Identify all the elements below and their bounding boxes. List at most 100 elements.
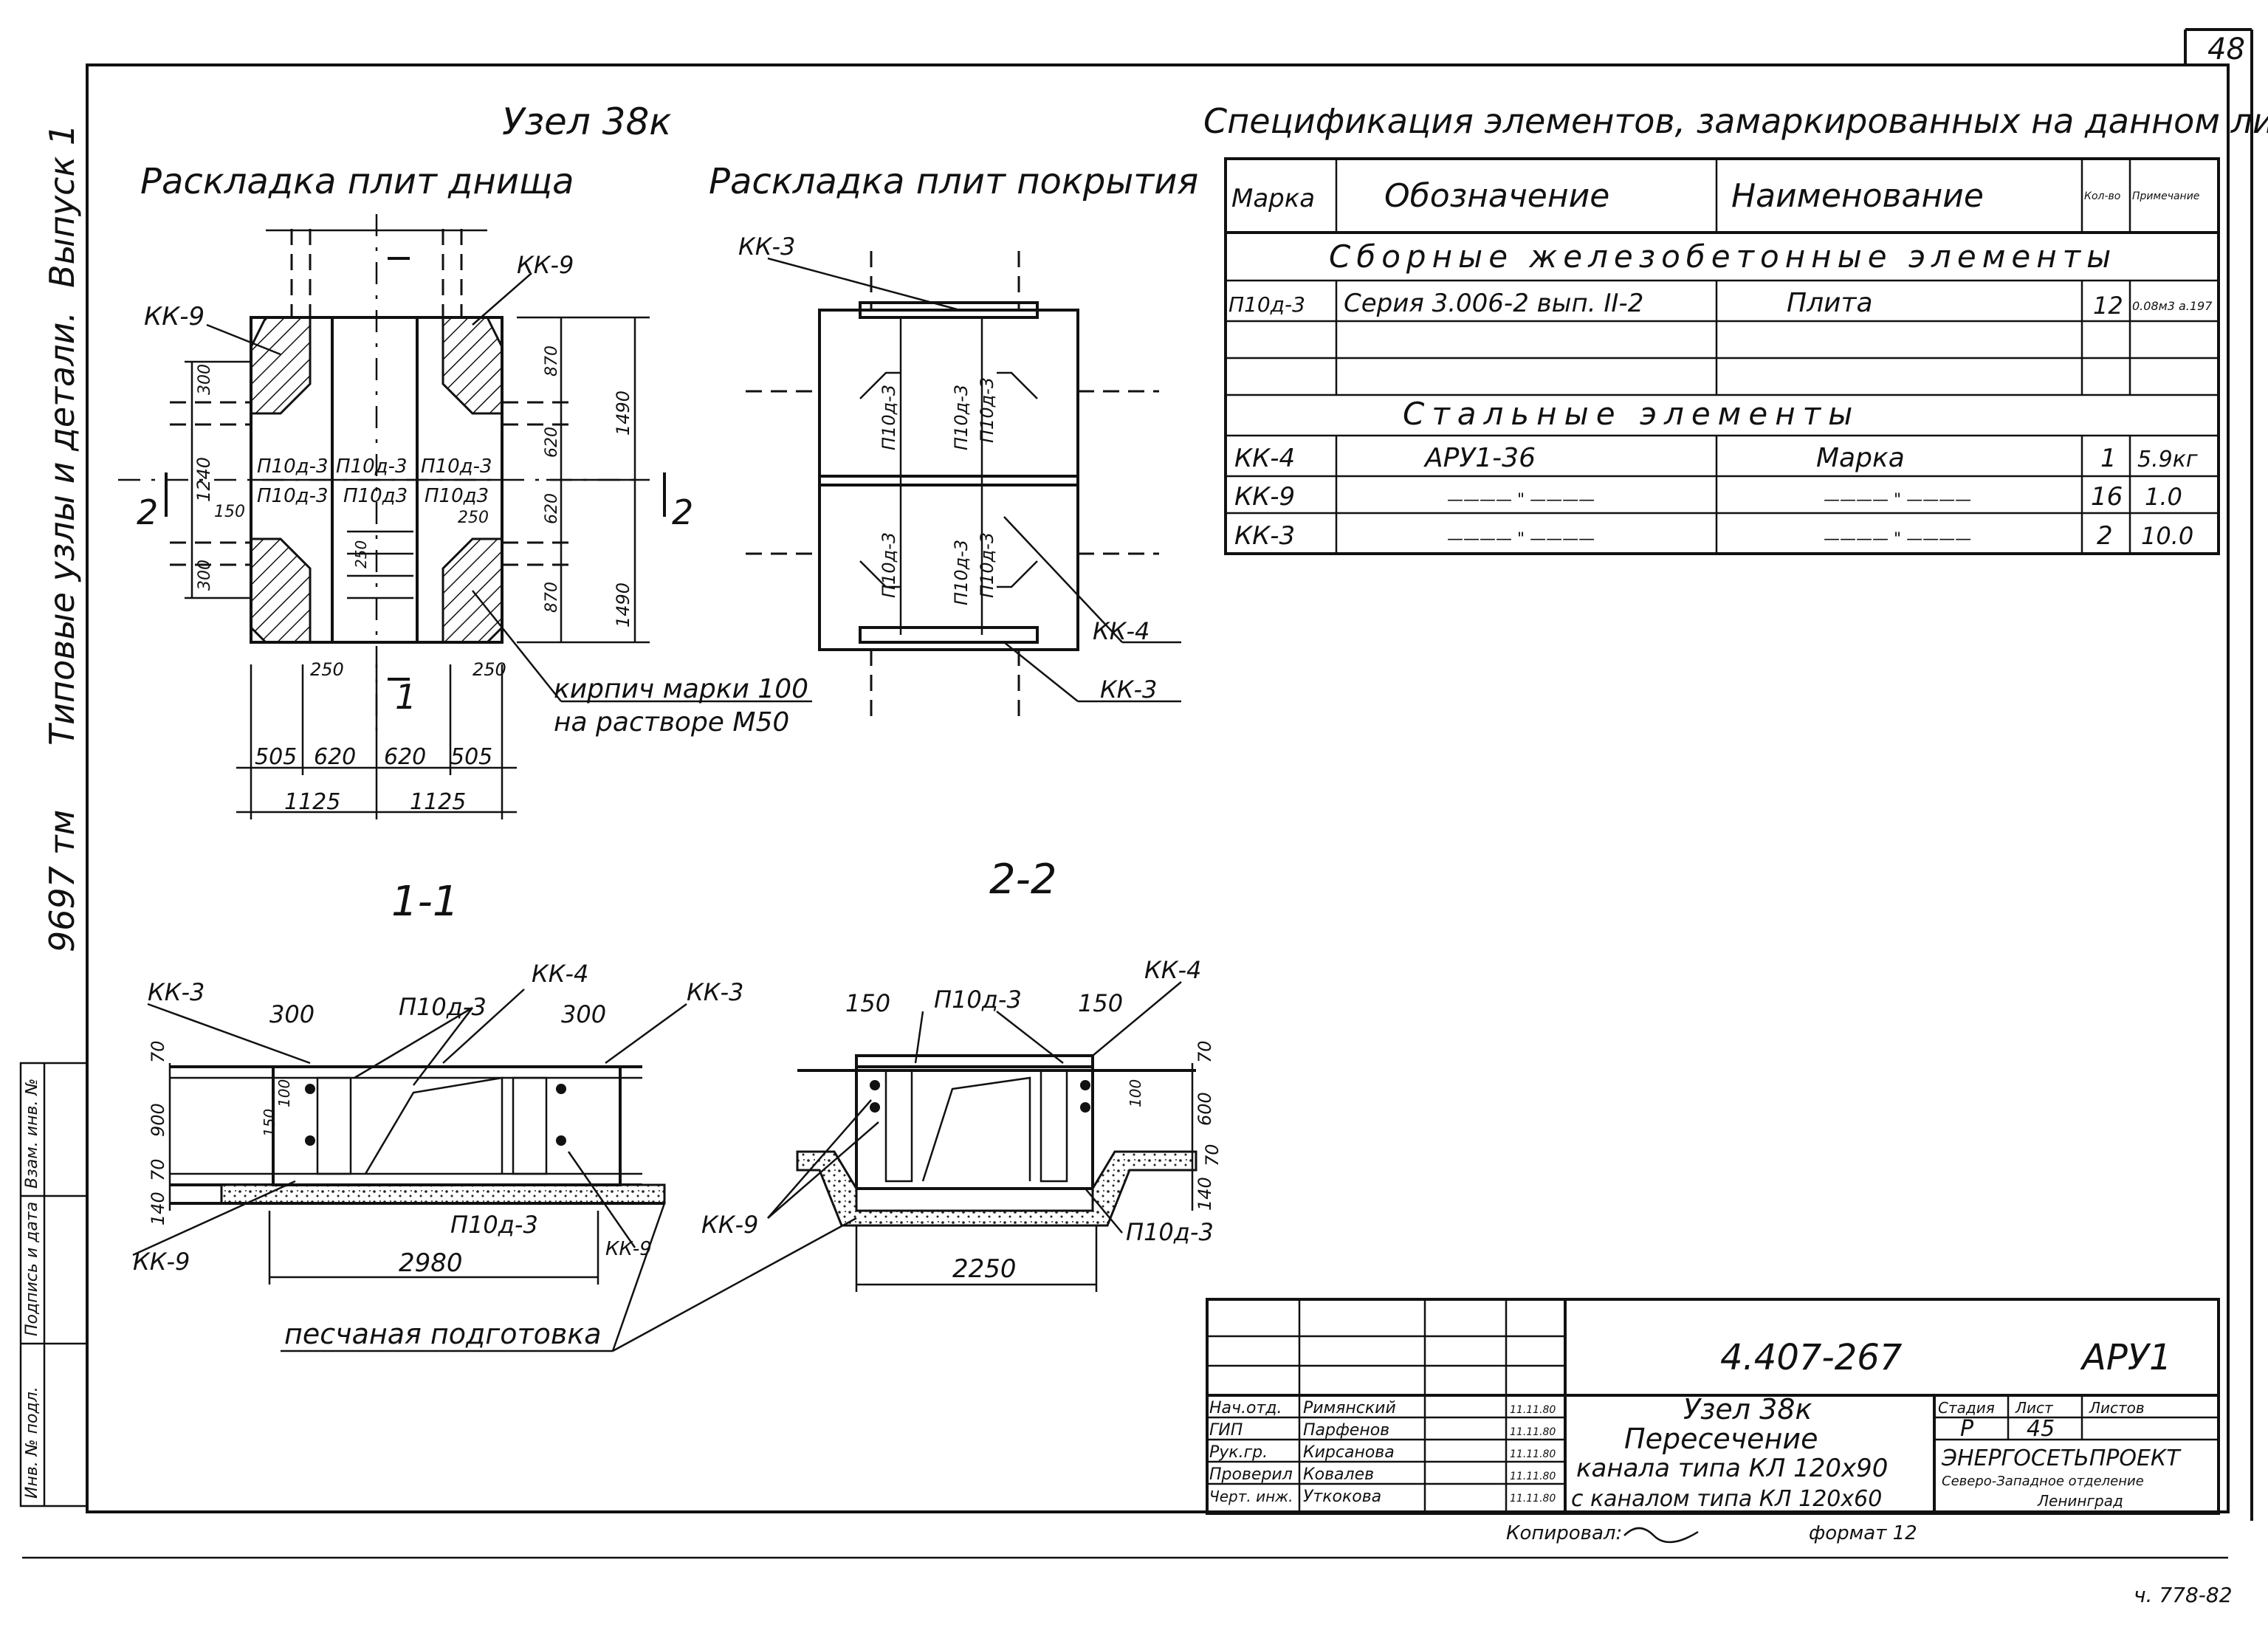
spec-steel-1-mark: КК-4: [1234, 444, 1295, 473]
tb-org-1: ЭНЕРГОСЕТЬПРОЕКТ: [1941, 1445, 2182, 1471]
label-slab-b: П10д-3: [336, 455, 408, 478]
section-1-1-title: 1-1: [391, 878, 458, 926]
s22-dim-150-left: 150: [845, 989, 890, 1017]
s22-slab-top: П10д-3: [934, 986, 1022, 1014]
tb-date-3: 11.11.80: [1510, 1448, 1556, 1460]
tb-date-4: 11.11.80: [1510, 1471, 1556, 1482]
spec-steel-2-mark: КК-9: [1234, 482, 1295, 512]
footer-note: ч. 778-82: [2134, 1583, 2233, 1607]
spec-row1-designation: Серия 3.006-2 вып. II-2: [1344, 289, 1643, 318]
label-kk9-left: КК-9: [144, 302, 205, 331]
s11-kk3-right: КК-3: [687, 978, 743, 1006]
s22-dim-100: 100: [1127, 1079, 1144, 1107]
issue-label: Выпуск 1: [42, 124, 82, 288]
tb-doc-code: 4.407-267: [1720, 1337, 1903, 1378]
label-cover-s1: П10д-3: [879, 385, 899, 450]
label-kk3-top: КК-3: [738, 233, 795, 261]
label-slab-f: П10д3: [425, 485, 489, 507]
spec-steel-1-qty: 1: [2100, 444, 2117, 473]
s11-kk4: КК-4: [532, 960, 588, 988]
tb-name-5: Уткокова: [1303, 1488, 1381, 1506]
sand-note: песчаная подготовка: [284, 1318, 602, 1350]
spec-steel-3-qty: 2: [2097, 521, 2113, 551]
s22-dim-150-right: 150: [1078, 989, 1123, 1017]
s11-slab-bot: П10д-3: [450, 1211, 538, 1239]
s11-kk3-left: КК-3: [148, 978, 205, 1006]
s22-slab-bot: П10д-3: [1126, 1218, 1214, 1246]
section-2-2: [767, 981, 1197, 1292]
spec-header-designation: Обозначение: [1384, 177, 1609, 215]
label-cover-s6: П10д-3: [977, 532, 997, 598]
s22-dim-70-top: 70: [1195, 1040, 1215, 1063]
node-title: Узел 38к: [502, 100, 672, 143]
s22-kk4: КК-4: [1144, 956, 1201, 984]
s11-dim-70-bot: 70: [148, 1158, 168, 1181]
label-kk3-bot: КК-3: [1100, 675, 1157, 704]
tb-name-2: Парфенов: [1303, 1421, 1389, 1440]
spec-group-precast: Сборные железобетонные элементы: [1329, 238, 2117, 275]
dim-150: 150: [214, 503, 245, 521]
s22-dim-140: 140: [1195, 1177, 1215, 1211]
dim-1240: 1240: [193, 457, 214, 502]
dim-620-r: 620: [384, 744, 426, 770]
spec-group-steel: Стальные элементы: [1403, 396, 1860, 432]
tb-role-3: Рук.гр.: [1209, 1443, 1268, 1462]
dim-250-c: 250: [310, 659, 344, 680]
dim-250-b: 250: [352, 540, 370, 568]
sheet-frame: [22, 28, 2253, 1559]
spec-header-name: Наименование: [1731, 177, 1984, 215]
spec-row1-name: Плита: [1787, 288, 1873, 318]
series-label: Типовые узлы и детали.: [42, 312, 82, 746]
s22-dim-2250: 2250: [952, 1254, 1017, 1284]
spec-steel-1-note: 5.9кг: [2137, 447, 2198, 472]
dim-870-top: 870: [543, 345, 561, 377]
spec-steel-1-designation: АРУ1-36: [1423, 443, 1536, 473]
tb-role-1: Нач.отд.: [1209, 1399, 1282, 1417]
dim-505-l: 505: [255, 744, 297, 770]
dim-620-a: 620: [543, 427, 561, 458]
tb-title-1: Узел 38к: [1683, 1393, 1812, 1426]
tb-format: формат 12: [1809, 1522, 1917, 1544]
s11-dim-2980: 2980: [399, 1248, 463, 1278]
spec-steel-2-name: ———— " ————: [1824, 491, 1971, 509]
brick-note-2: на растворе М50: [554, 707, 789, 738]
dim-620-l: 620: [314, 744, 356, 770]
dim-300-bot: 300: [196, 560, 214, 591]
tb-title-2: Пересечение: [1624, 1423, 1818, 1455]
spec-row1-note: 0.08м3 а.197: [2132, 299, 2213, 313]
cover-plan-labels: КК-3 КК-4 КК-3 П10д-3 П10д-3 П10д-3 П10д…: [738, 233, 1157, 704]
dim-505-r: 505: [450, 744, 492, 770]
tb-sheets-header: Листов: [2089, 1399, 2145, 1417]
tb-name-1: Римянский: [1303, 1399, 1396, 1417]
label-slab-c: П10д-3: [421, 455, 492, 478]
label-kk9-right: КК-9: [517, 251, 574, 279]
s22-dim-600: 600: [1195, 1092, 1215, 1126]
code-label: 9697 тм: [42, 810, 82, 952]
spec-steel-3-name: ———— " ————: [1824, 530, 1971, 549]
bottom-plan-labels: КК-9 КК-9 П10д-3 П10д-3 П10д-3 П10д-3 П1…: [137, 251, 808, 815]
label-slab-e: П10д3: [343, 485, 408, 507]
dim-870-bot: 870: [543, 582, 561, 613]
tb-title-4: с каналом типа КЛ 120х60: [1571, 1486, 1882, 1512]
dim-1490-bot: 1490: [613, 582, 633, 628]
tb-org-2: Северо-Западное отделение: [1942, 1474, 2144, 1489]
brick-note-1: кирпич марки 100: [554, 674, 808, 704]
dim-250-a: 250: [458, 509, 489, 527]
s11-kk9-right: КК-9: [605, 1238, 652, 1260]
tb-sheet-header: Лист: [2015, 1399, 2054, 1417]
section-2-2-labels: КК-4 КК-9 П10д-3 П10д-3 150 150 2250 70 …: [701, 956, 1223, 1284]
tb-album: АРУ1: [2080, 1337, 2172, 1378]
spec-steel-3-designation: ———— " ————: [1447, 530, 1595, 549]
label-cover-s5: П10д-3: [951, 540, 972, 605]
bottom-slab-plan: [118, 214, 812, 819]
tb-role-4: Проверил: [1209, 1465, 1293, 1484]
s22-dim-70-bot: 70: [1202, 1144, 1223, 1166]
s11-dim-900: 900: [148, 1103, 168, 1137]
tb-date-2: 11.11.80: [1510, 1426, 1556, 1438]
tb-role-2: ГИП: [1209, 1421, 1243, 1440]
label-cover-s4: П10д-3: [879, 532, 899, 598]
s11-dim-100: 100: [275, 1079, 293, 1107]
spec-header-qty: Кол-во: [2084, 190, 2120, 202]
spec-header-mark: Марка: [1231, 184, 1315, 213]
